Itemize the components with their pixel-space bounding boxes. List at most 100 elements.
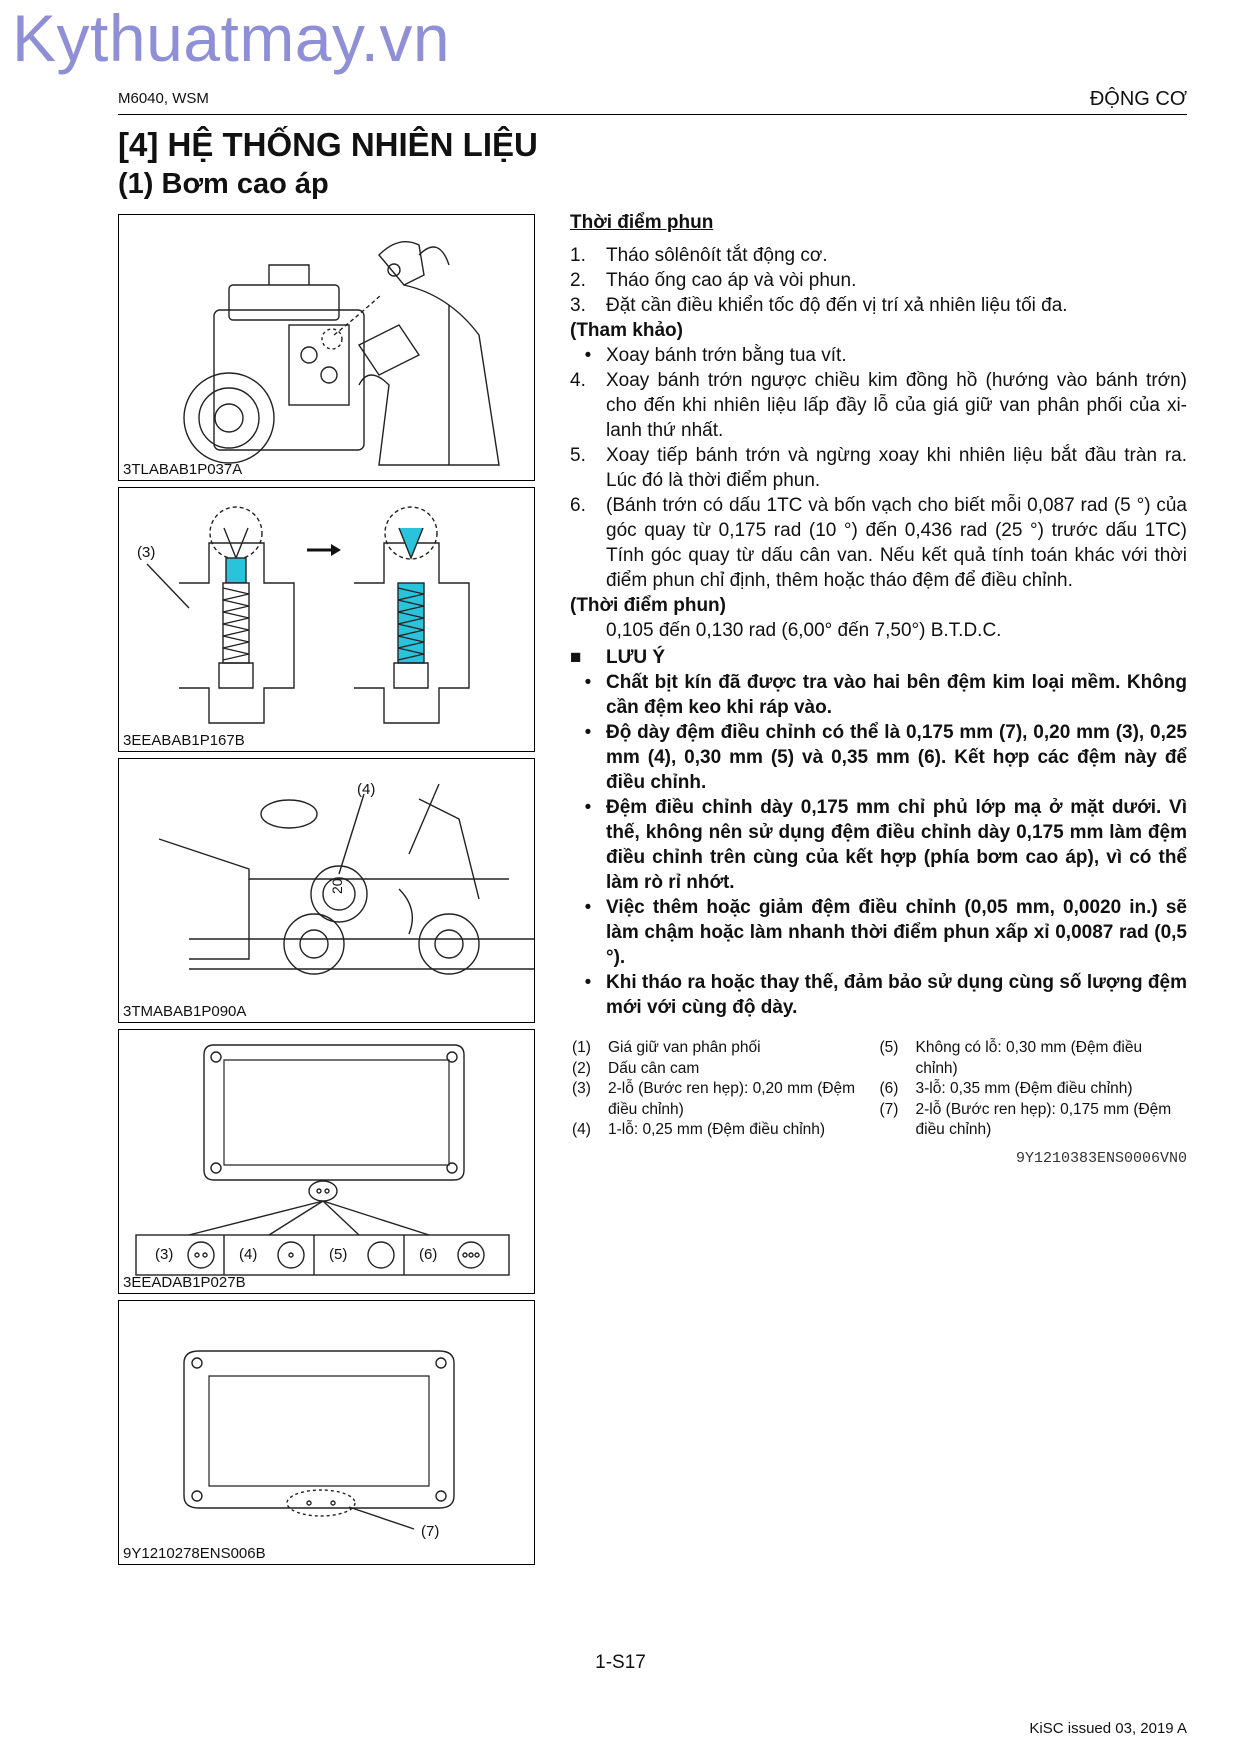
figure-caption: 3TMABAB1P090A — [123, 1003, 247, 1020]
legend-right-column: (5) Không có lỗ: 0,30 mm (Đệm điều chỉnh)… — [880, 1038, 1188, 1141]
legend-left-column: (1) Giá giữ van phân phối (2) Dấu cân cam (3… — [572, 1038, 880, 1141]
bullet-icon: • — [584, 972, 592, 993]
figure-engine: 3TLABAB1P037A — [118, 214, 535, 481]
legend-number: (1) — [572, 1039, 591, 1056]
watermark: Kythuatmay.vn — [12, 1, 451, 75]
square-icon: ■ — [570, 647, 582, 668]
step-text: Xoay bánh trớn ngược chiều kim đồng hồ (… — [606, 370, 1187, 441]
legend-item: (6) 3-lỗ: 0,35 mm (Đệm điều chỉnh) — [880, 1079, 1188, 1100]
step-item: 6. (Bánh trớn có dấu 1TC và bốn vạch cho … — [570, 493, 1187, 593]
legend-number: (7) — [879, 1100, 899, 1118]
shim-label-3: (3) — [155, 1246, 174, 1263]
callout-7: (7) — [421, 1523, 440, 1540]
legend-number: (3) — [572, 1080, 591, 1097]
timing-value: 0,105 đến 0,130 rad (6,00° đến 7,50°) B.… — [606, 620, 1002, 641]
legend-number: (4) — [572, 1121, 591, 1138]
steps-list-a: 1. Tháo sôlênôít tắt động cơ. 2. Tháo ống c… — [570, 243, 1187, 318]
step-number: 4. — [570, 370, 586, 391]
step-number: 5. — [570, 445, 586, 466]
figure-pump-mark: 20 (4) 3TMABAB1P090A — [118, 758, 535, 1023]
note-item: • Độ dày đệm điều chỉnh có thể là 0,175 m… — [570, 720, 1187, 795]
page-subtitle: (1) Bơm cao áp — [118, 168, 329, 200]
legend-item: (7) 2-lỗ (Bước ren hẹp): 0,175 mm (Đệm đi… — [880, 1100, 1188, 1141]
bullet-icon: • — [584, 672, 592, 693]
legend-text: Giá giữ van phân phối — [608, 1039, 761, 1056]
timing-label: (Thời điểm phun) — [570, 595, 726, 616]
header-divider — [118, 114, 1187, 115]
legend-text: Dấu cân cam — [608, 1059, 700, 1077]
header-model: M6040, WSM — [118, 90, 209, 107]
step-text: Đặt cần điều khiển tốc độ đến vị trí xả … — [606, 295, 1068, 316]
page-title: [4] HỆ THỐNG NHIÊN LIỆU — [118, 126, 538, 163]
figure-caption: 3EEADAB1P027B — [123, 1274, 246, 1291]
legend-number: (2) — [572, 1059, 591, 1077]
figure-shim-types: (3) (4) (5) (6) 3EEADAB1P027B — [118, 1029, 535, 1294]
step-item: 4. Xoay bánh trớn ngược chiều kim đồng hồ… — [570, 368, 1187, 443]
step-text: Tháo ống cao áp và vòi phun. — [606, 270, 857, 291]
step-number: 1. — [570, 245, 586, 266]
step-text: Tháo sôlênôít tắt động cơ. — [606, 245, 828, 266]
callout-3: (3) — [137, 544, 156, 561]
note-text: Độ dày đệm điều chỉnh có thể là 0,175 mm… — [606, 722, 1187, 793]
instruction-text: Thời điểm phun 1. Tháo sôlênôít tắt động … — [570, 210, 1187, 1020]
shim-types-diagram — [135, 1044, 510, 1276]
header-section: ĐỘNG CƠ — [1089, 88, 1187, 110]
step-item: 1. Tháo sôlênôít tắt động cơ. — [570, 243, 1187, 268]
legend-item: (5) Không có lỗ: 0,30 mm (Đệm điều chỉnh) — [880, 1038, 1188, 1079]
document-id: 9Y1210383ENS0006VN0 — [1015, 1150, 1187, 1167]
figure-shim-0175: (7) 9Y1210278ENS006B — [118, 1300, 535, 1565]
bullet-icon: • — [584, 797, 592, 818]
reference-bullet: • Xoay bánh trớn bằng tua vít. — [570, 343, 1187, 368]
step-item: 3.Đặt cần điều khiển tốc độ đến vị trí x… — [570, 293, 1187, 318]
bullet-icon: • — [584, 345, 592, 366]
legend-text: 2-lỗ (Bước ren hẹp): 0,20 mm (Đệm điều c… — [608, 1080, 856, 1118]
legend-text: 1-lỗ: 0,25 mm (Đệm điều chỉnh) — [608, 1121, 826, 1138]
mark-text: 20 — [329, 878, 345, 894]
issue-info: KiSC issued 03, 2019 A — [1029, 1720, 1187, 1737]
note-heading: ■ LƯU Ý — [570, 647, 666, 668]
note-item: • Việc thêm hoặc giảm đệm điều chỉnh (0,0… — [570, 895, 1187, 970]
note-item: • Đệm điều chỉnh dày 0,175 mm chỉ phủ lớp… — [570, 795, 1187, 895]
step-item: 2. Tháo ống cao áp và vòi phun. — [570, 268, 1187, 293]
pump-mark-diagram: 20 — [158, 783, 534, 975]
shim-label-5: (5) — [329, 1246, 348, 1263]
legend-number: (5) — [879, 1039, 899, 1056]
bullet-icon: • — [584, 722, 592, 743]
note-item: • Chất bịt kín đã được tra vào hai bên đệ… — [570, 670, 1187, 720]
shim-0175-diagram — [183, 1350, 455, 1530]
valve-holder-diagram — [146, 506, 470, 724]
legend-item: (4) 1-lỗ: 0,25 mm (Đệm điều chỉnh) — [572, 1120, 880, 1141]
legend-item: (3) 2-lỗ (Bước ren hẹp): 0,20 mm (Đệm điề… — [572, 1079, 880, 1120]
figure-valve-holder: (3) 3EEABAB1P167B — [118, 487, 535, 752]
note-text: Đệm điều chỉnh dày 0,175 mm chỉ phủ lớp … — [606, 797, 1187, 893]
legend-number: (6) — [879, 1080, 899, 1097]
section-heading: Thời điểm phun — [570, 212, 714, 233]
step-text: Xoay tiếp bánh trớn và ngừng xoay khi nh… — [606, 445, 1187, 491]
callout-4: (4) — [357, 781, 376, 798]
note-text: Khi tháo ra hoặc thay thế, đảm bảo sử dụ… — [606, 972, 1187, 1018]
engine-illustration — [183, 241, 500, 466]
shim-label-6: (6) — [419, 1246, 438, 1263]
legend: (1) Giá giữ van phân phối (2) Dấu cân cam (3… — [572, 1038, 1187, 1141]
page-number: 1-S17 — [595, 1652, 646, 1673]
legend-item: (1) Giá giữ van phân phối — [572, 1038, 880, 1059]
step-number: 2. — [570, 270, 586, 291]
reference-label: (Tham khảo) — [570, 320, 683, 341]
note-text: Việc thêm hoặc giảm đệm điều chỉnh (0,05… — [606, 897, 1187, 968]
figure-caption: 3EEABAB1P167B — [123, 732, 245, 749]
legend-item: (2) Dấu cân cam — [572, 1059, 880, 1080]
steps-list-b: 4. Xoay bánh trớn ngược chiều kim đồng hồ… — [570, 368, 1187, 593]
legend-text: 2-lỗ (Bước ren hẹp): 0,175 mm (Đệm điều … — [915, 1100, 1172, 1139]
step-item: 5. Xoay tiếp bánh trớn và ngừng xoay khi … — [570, 443, 1187, 493]
figure-caption: 3TLABAB1P037A — [123, 461, 243, 478]
shim-label-4: (4) — [239, 1246, 258, 1263]
legend-text: 3-lỗ: 0,35 mm (Đệm điều chỉnh) — [915, 1080, 1133, 1097]
bullet-icon: • — [584, 897, 592, 918]
notes-list: • Chất bịt kín đã được tra vào hai bên đệ… — [570, 670, 1187, 1020]
note-item: • Khi tháo ra hoặc thay thế, đảm bảo sử d… — [570, 970, 1187, 1020]
figure-caption: 9Y1210278ENS006B — [123, 1545, 266, 1562]
legend-text: Không có lỗ: 0,30 mm (Đệm điều chỉnh) — [915, 1039, 1143, 1077]
step-text: (Bánh trớn có dấu 1TC và bốn vạch cho bi… — [606, 495, 1187, 591]
step-number: 6. — [570, 495, 586, 516]
note-text: Chất bịt kín đã được tra vào hai bên đệm… — [606, 672, 1187, 718]
